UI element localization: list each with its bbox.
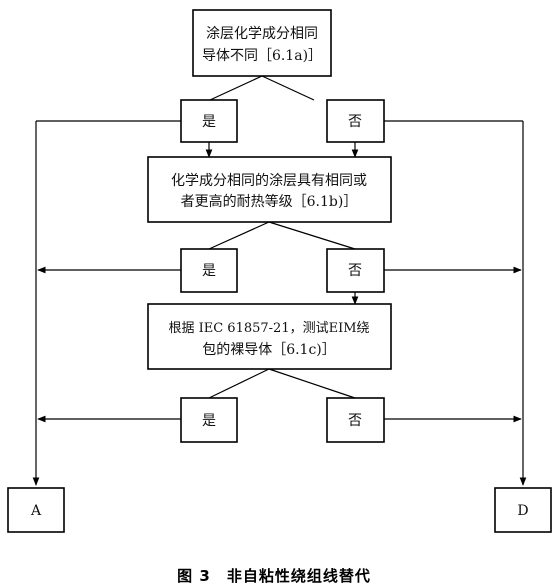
decision-3-no-connector [268,368,356,399]
yes-label-2: 是 [202,263,216,279]
no-box-3 [326,397,385,443]
decision-1-yes-connector [209,75,263,101]
outcome-d-label: D [517,503,528,519]
no-label-2: 否 [348,263,362,279]
no-label-3: 否 [348,413,362,429]
decision-2-line-2: 者更高的耐热等级［6.1b)］ [181,193,358,210]
yes-box-2 [180,248,238,293]
decision-3-line-1: 根据 IEC 61857-21，测试EIM绕 [168,321,369,336]
outcome-a-label: A [30,503,42,519]
decision-3-yes-connector [208,368,270,399]
decision-1-line-1: 涂层化学成分相同 [206,26,318,42]
decision-1-no-connector [261,75,315,101]
figure-caption: 图 3 非自粘性绕组线替代 [177,567,371,585]
yes-label-3: 是 [202,413,216,429]
decision-2-line-1: 化学成分相同的涂层具有相同或 [171,173,367,189]
decision-1-line-2: 导体不同［6.1a)］ [202,48,322,64]
decision-box-1 [192,9,332,77]
no-label-1: 否 [348,114,362,130]
outcome-d-box [494,487,552,533]
outcome-a-box [7,487,65,533]
decision-3-line-2: 包的裸导体［6.1c)］ [202,342,336,358]
decision-box-3 [147,303,392,370]
decision-box-2 [147,156,392,223]
yes-label-1: 是 [202,114,216,130]
decision-2-no-connector [268,221,356,250]
yes-box-3 [180,397,238,443]
decision-2-yes-connector [208,221,270,250]
